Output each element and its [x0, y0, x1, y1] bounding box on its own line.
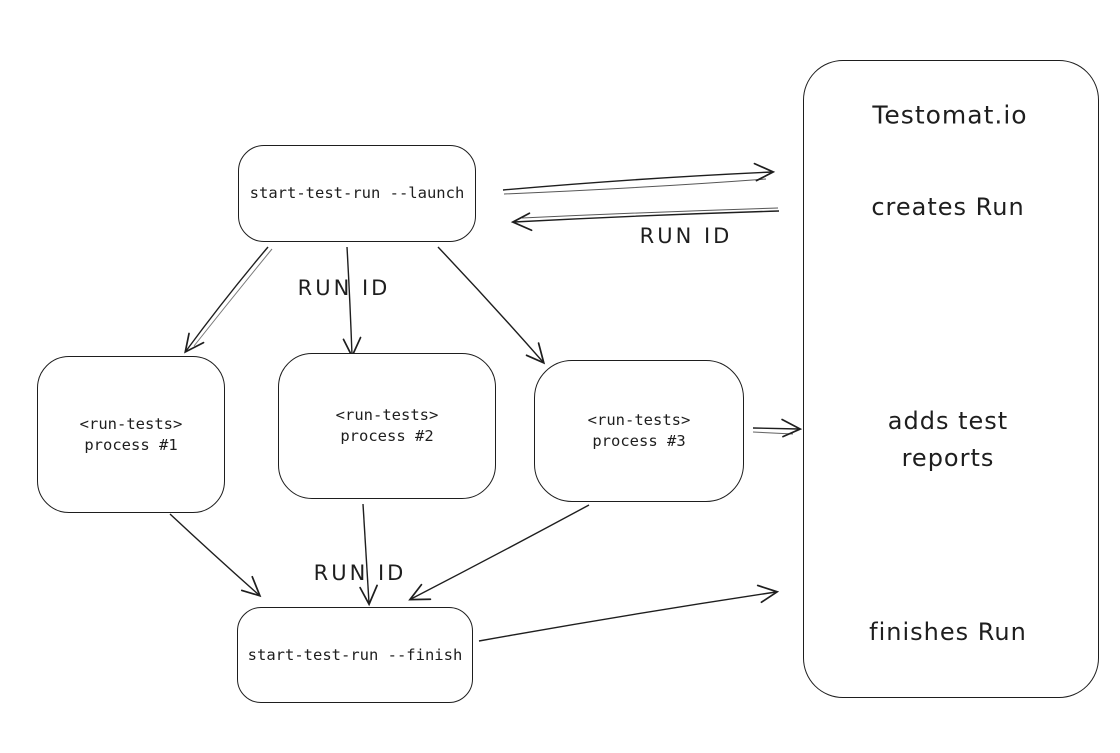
node-process3-line1: <run-tests> [587, 411, 691, 429]
testomat-finishes-run-label: finishes Run [869, 618, 1027, 646]
testomat-adds-line1: adds test [887, 407, 1009, 435]
node-process3-line2: process #3 [592, 432, 686, 450]
testomat-adds-line2: reports [901, 444, 995, 472]
node-run-tests-process-1: <run-tests> process #1 [37, 356, 225, 513]
arrow-process3-to-testomat-sketch [752, 431, 794, 435]
arrow-launch-to-process1 [184, 246, 269, 354]
node-finish-label: start-test-run --finish [247, 645, 463, 664]
node-start-test-run-finish: start-test-run --finish [237, 607, 473, 703]
arrow-process3-to-testomat [752, 418, 803, 438]
edge-label-run-id-to-processes: RUN ID [297, 276, 391, 300]
node-start-test-run-launch: start-test-run --launch [238, 145, 476, 242]
arrow-process2-to-finish [359, 503, 378, 607]
testomat-title: Testomat.io [872, 100, 1028, 130]
arrow-process1-to-finish [169, 513, 262, 598]
arrow-finish-to-testomat [478, 584, 780, 642]
arrow-testomat-to-launch [510, 210, 780, 232]
node-run-tests-process-3: <run-tests> process #3 [534, 360, 744, 502]
node-process2-line1: <run-tests> [335, 406, 439, 424]
node-process2-line2: process #2 [340, 427, 434, 445]
node-process1-line2: process #1 [84, 435, 178, 454]
arrow-launch-to-testomat-sketch [503, 178, 767, 195]
node-testomat-service [803, 60, 1099, 698]
edge-label-run-id-to-finish: RUN ID [313, 561, 407, 585]
testomat-adds-test-reports-label: adds test reports [888, 403, 1008, 477]
node-process1-line1: <run-tests> [79, 414, 183, 433]
edge-label-run-id-response: RUN ID [639, 224, 733, 248]
arrow-launch-to-process3 [437, 246, 546, 365]
node-launch-label: start-test-run --launch [249, 184, 465, 202]
arrow-testomat-to-launch-sketch [521, 207, 779, 219]
arrow-launch-to-process1-sketch [193, 248, 273, 347]
node-run-tests-process-2: <run-tests> process #2 [278, 353, 496, 499]
testomat-creates-run-label: creates Run [871, 193, 1025, 221]
arrow-process3-to-finish [408, 504, 590, 601]
arrow-launch-to-process2 [342, 246, 362, 359]
arrow-launch-to-testomat [502, 162, 776, 191]
